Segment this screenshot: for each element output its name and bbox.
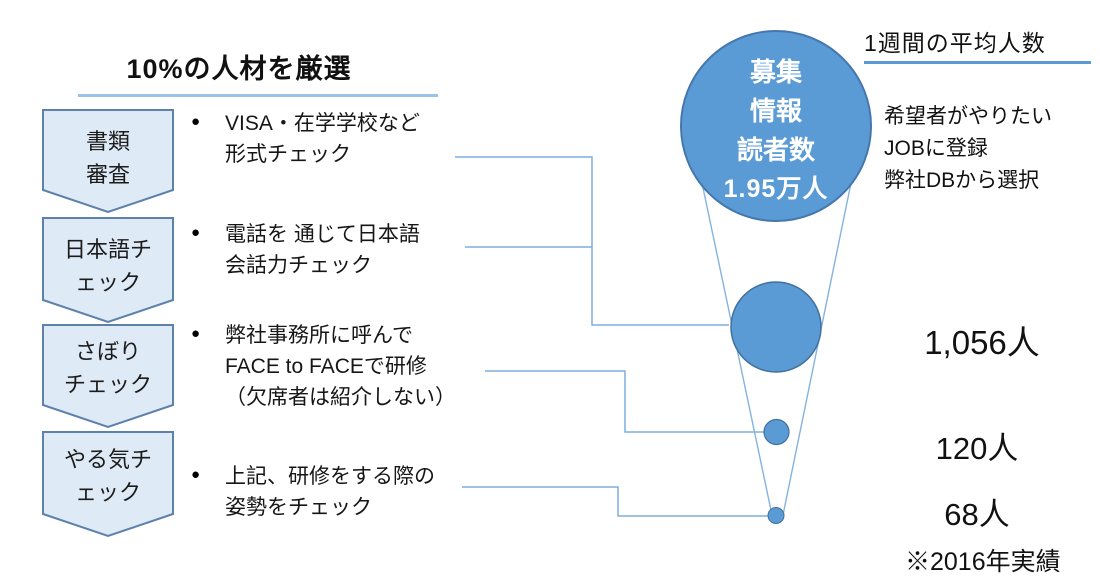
step-chevron-3 [42,324,174,429]
step-label-1: 書類 審査 [43,125,173,191]
step-label-line: やる気チ [63,447,152,472]
circle-text-line: 情報 [749,96,802,126]
step-description-4: 上記、研修をする際の 姿勢をチェック [225,461,435,523]
step-description-2: 電話を 通じて日本語 会話力チェック [225,219,420,281]
step-label-line: 書類 [85,129,130,154]
desc-line: 会話力チェック [225,254,372,277]
desc-line: 電話を 通じて日本語 [225,223,420,246]
desc-line: 弊社事務所に呼んで [225,324,413,347]
desc-line: 姿勢をチェック [225,496,372,519]
circle-text-line: 読者数 [736,135,815,165]
funnel-right-line [782,182,852,516]
step-label-2: 日本語チ ェック [43,233,173,299]
page-title: 10%の人材を厳選 [126,54,352,84]
step-label-4: やる気チ ェック [43,443,173,509]
stage-value-3: 68人 [944,497,1010,532]
bullet-icon: ● [191,466,201,483]
step-label-line: ェック [74,270,141,295]
stage-value-2: 120人 [935,431,1019,466]
step-label-3: さぼり チェック [43,335,173,401]
footnote: ※2016年実績 [905,548,1061,576]
stage-circle-2 [763,418,790,446]
bullet-icon: ● [191,224,201,241]
step-chevron-2 [42,217,174,324]
note-line: 希望者がやりたい [884,105,1052,128]
desc-line: FACE to FACEで研修 [225,355,427,378]
title-underline [78,94,438,97]
step-label-line: さぼり [74,339,141,364]
desc-line: （欠席者は紹介しない） [225,386,456,409]
step-chevron-1 [42,109,174,214]
step-description-1: VISA・在学学校など 形式チェック [225,108,420,170]
right-panel-heading: 1週間の平均人数 [864,30,1046,56]
step-label-line: 日本語チ [63,237,152,262]
step-chevron-4 [42,431,174,538]
step-label-line: チェック [63,372,152,397]
step-label-line: 審査 [85,162,130,187]
top-circle [680,30,872,222]
note-line: 弊社DBから選択 [884,169,1040,192]
step-description-3: 弊社事務所に呼んで FACE to FACEで研修 （欠席者は紹介しない） [225,320,456,413]
circle-value: 1.95万人 [723,175,829,203]
top-circle-label: 募集 情報 読者数 1.95万人 [676,53,876,209]
bullet-icon: ● [191,113,201,130]
stage-circle-3 [767,507,785,524]
circle-text-line: 募集 [749,57,802,87]
desc-line: 形式チェック [225,143,351,166]
stage-circle-1 [730,281,822,373]
step-label-line: ェック [74,480,141,505]
right-panel-notes: 希望者がやりたい JOBに登録 弊社DBから選択 [884,101,1052,197]
bullet-icon: ● [191,325,201,342]
desc-line: VISA・在学学校など [225,112,420,135]
note-line: JOBに登録 [884,137,988,160]
desc-line: 上記、研修をする際の [225,465,435,488]
connector-step1-line [455,156,729,326]
stage-value-1: 1,056人 [924,324,1040,361]
connector-step4-line [462,486,768,517]
heading-underline [864,61,1091,64]
connector-step3-line [485,370,764,433]
